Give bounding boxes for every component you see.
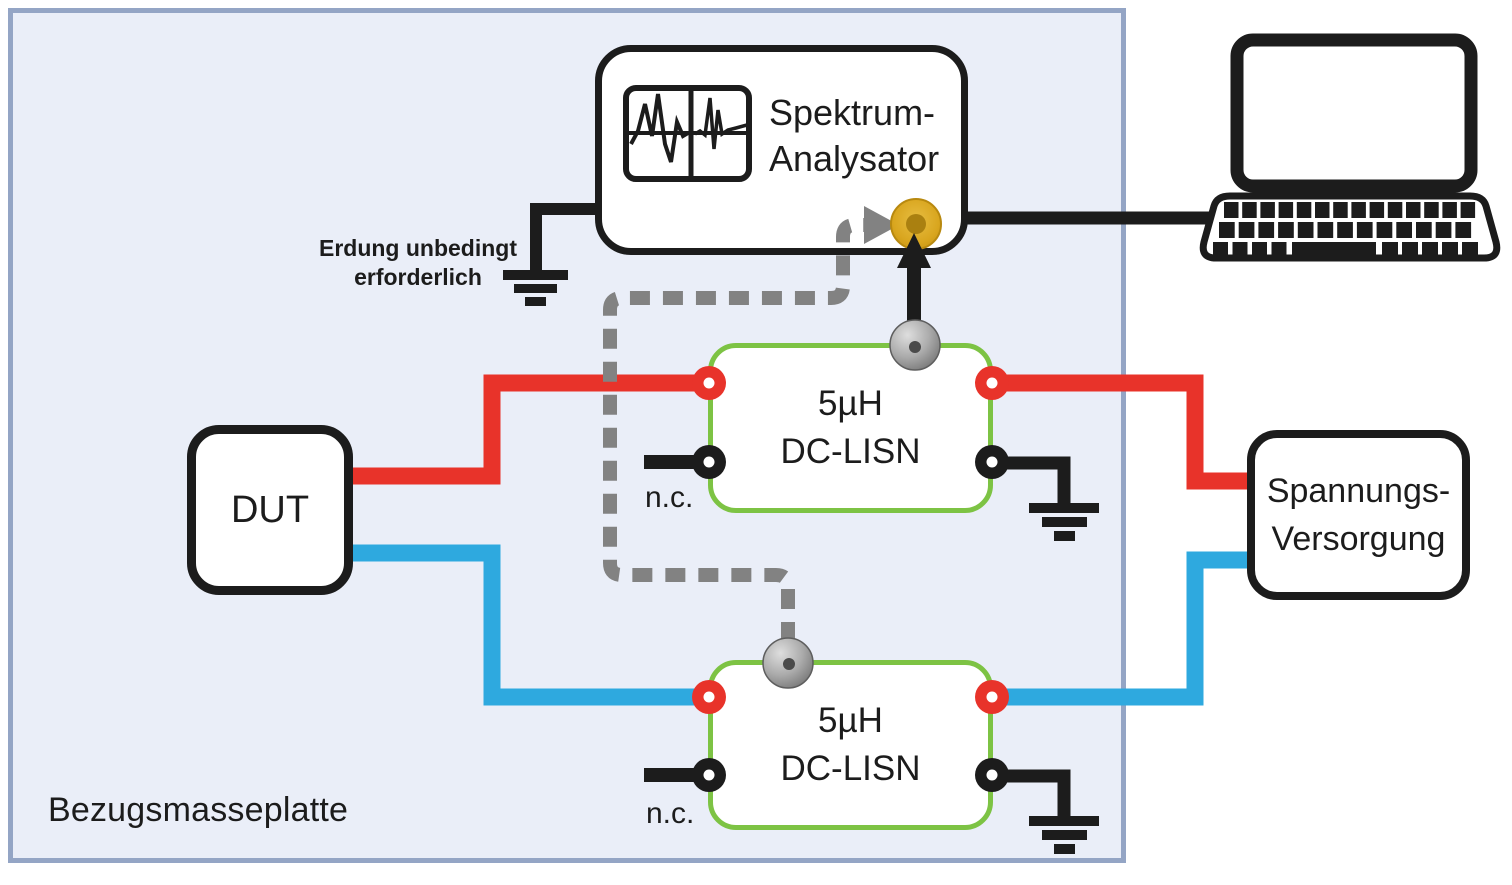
spectrum-analyzer-box: Spektrum- Analysator bbox=[595, 45, 968, 255]
nc-label-top: n.c. bbox=[645, 481, 694, 514]
laptop-icon bbox=[1199, 33, 1501, 262]
power-supply-box: Spannungs- Versorgung bbox=[1247, 430, 1470, 600]
nc-label-bottom: n.c. bbox=[646, 797, 695, 830]
lisn-top-box: 5µH DC-LISN bbox=[708, 343, 993, 513]
spectrum-analyzer-label-line1: Spektrum- bbox=[769, 92, 936, 133]
waveform-display-icon bbox=[623, 85, 752, 182]
laptop-keyboard-keys bbox=[1213, 202, 1478, 257]
grounding-note-line1: Erdung unbedingt bbox=[318, 235, 517, 261]
spectrum-analyzer-label: Spektrum- Analysator bbox=[769, 90, 939, 182]
lisn-bottom-box: 5µH DC-LISN bbox=[708, 660, 993, 830]
lisn-top-label: 5µH DC-LISN bbox=[780, 380, 920, 476]
power-supply-label-line1: Spannungs- bbox=[1266, 472, 1451, 510]
power-supply-label-line2: Versorgung bbox=[1271, 520, 1446, 558]
dut-box: DUT bbox=[187, 425, 353, 595]
reference-ground-plate-label: Bezugsmasseplatte bbox=[48, 791, 349, 829]
lisn-bottom-label-line2: DC-LISN bbox=[780, 749, 921, 788]
spectrum-analyzer-label-line2: Analysator bbox=[769, 138, 940, 179]
lisn-bottom-label: 5µH DC-LISN bbox=[780, 697, 920, 793]
lisn-bottom-label-line1: 5µH bbox=[818, 701, 883, 740]
dut-label: DUT bbox=[230, 488, 310, 531]
grounding-note-line2: erforderlich bbox=[354, 264, 482, 290]
lisn-top-label-line1: 5µH bbox=[818, 384, 883, 423]
grounding-note: Erdung unbedingt erforderlich bbox=[312, 234, 524, 292]
power-supply-label: Spannungs- Versorgung bbox=[1267, 467, 1450, 563]
lisn-top-label-line2: DC-LISN bbox=[780, 432, 921, 471]
